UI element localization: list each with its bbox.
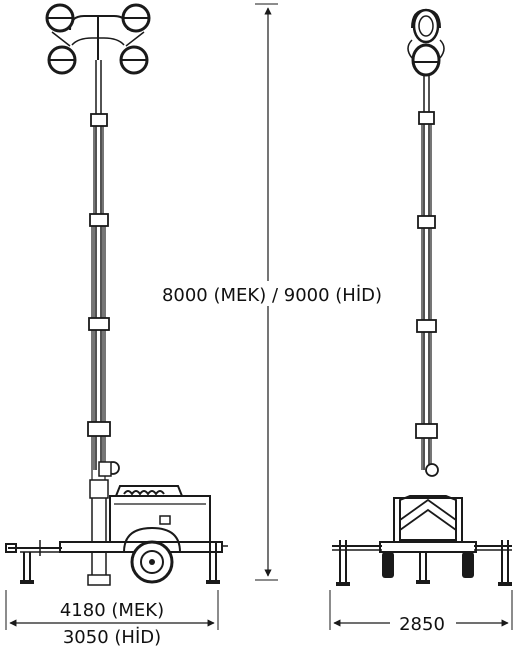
front-trailer	[332, 495, 512, 586]
length-label-mek: 4180 (MEK)	[60, 600, 164, 621]
front-view	[332, 8, 512, 586]
height-dimension: 8000 (MEK) / 9000 (HİD)	[146, 3, 396, 581]
winch-icon	[98, 461, 120, 477]
height-label: 8000 (MEK) / 9000 (HİD)	[162, 285, 382, 306]
floodlight-icon	[47, 45, 77, 75]
floodlight-icon	[45, 3, 75, 33]
side-view	[5, 3, 228, 586]
side-telescopic-mast	[87, 60, 120, 586]
length-dimension: 4180 (MEK) 3050 (HİD)	[5, 590, 219, 648]
wheel-icon	[130, 540, 174, 584]
floodlight-icon	[121, 3, 151, 33]
front-telescopic-mast	[415, 74, 439, 477]
width-label: 2850	[399, 614, 445, 635]
front-lamp-cluster	[407, 8, 445, 77]
length-label-hid: 3050 (HİD)	[63, 627, 161, 648]
wheel-icon	[382, 552, 394, 578]
side-trailer	[5, 485, 228, 584]
winch-icon	[425, 463, 439, 477]
side-lamp-cluster	[45, 3, 151, 75]
floodlight-icon	[411, 43, 441, 77]
floodlight-icon	[412, 8, 440, 44]
floodlight-icon	[119, 45, 149, 75]
width-dimension: 2850	[329, 590, 513, 635]
wheel-icon	[462, 552, 474, 578]
vent-grille-icon	[123, 490, 165, 496]
